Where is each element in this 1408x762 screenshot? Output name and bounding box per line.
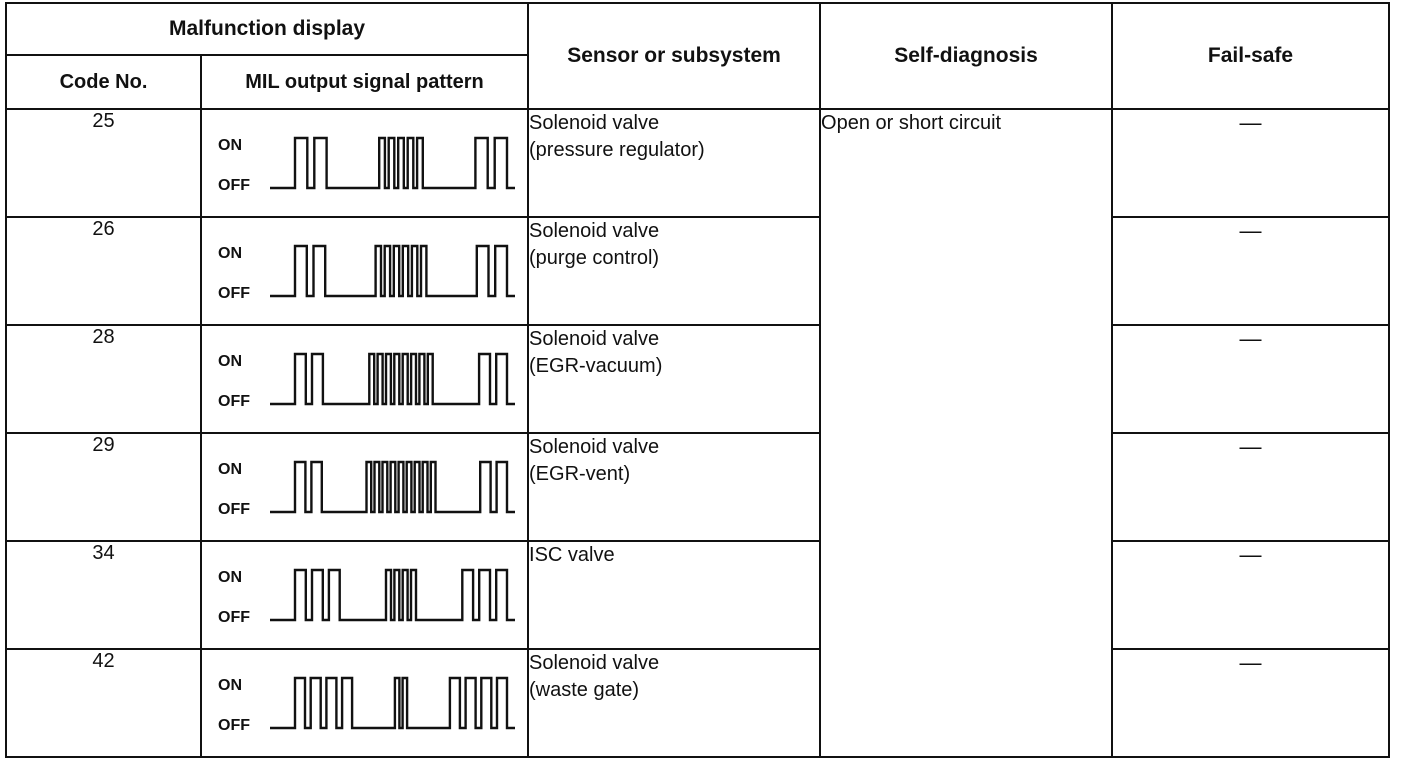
- on-label: ON: [218, 245, 242, 262]
- on-label: ON: [218, 461, 242, 478]
- mil-signal-waveform: [270, 136, 515, 190]
- code-cell: 26: [5, 216, 202, 326]
- sensor-name: Solenoid valve: [529, 652, 660, 674]
- code-cell: 34: [5, 540, 202, 650]
- sensor-cell: Solenoid valve (purge control): [527, 216, 822, 326]
- table-row: 34 ON OFF ISC valve —: [5, 540, 1391, 650]
- on-label: ON: [218, 677, 242, 694]
- malfunction-code-table: Malfunction display Sensor or subsystem …: [4, 2, 1391, 758]
- signal-trace: [270, 676, 515, 730]
- off-label: OFF: [218, 717, 250, 734]
- signal-trace: [270, 244, 515, 298]
- code-cell: 42: [5, 648, 202, 758]
- signal-trace: [270, 568, 515, 622]
- signal-pattern-cell: ON OFF: [199, 324, 530, 434]
- sensor-name: Solenoid valve: [529, 112, 660, 134]
- on-label: ON: [218, 353, 242, 370]
- table-row: 28 ON OFF Solenoid valve (EGR-vacuum) —: [5, 324, 1391, 434]
- signal-pattern-cell: ON OFF: [199, 108, 530, 218]
- off-label: OFF: [218, 285, 250, 302]
- mil-pattern-header: MIL output signal pattern: [199, 54, 530, 110]
- sensor-cell: ISC valve: [527, 540, 822, 650]
- table-row: 42 ON OFF Solenoid valve (waste gate) —: [5, 648, 1391, 758]
- sensor-cell: Solenoid valve (waste gate): [527, 648, 822, 758]
- signal-trace: [270, 460, 515, 514]
- signal-pattern-cell: ON OFF: [199, 432, 530, 542]
- mil-signal-waveform: [270, 676, 515, 730]
- sensor-cell: Solenoid valve (EGR-vent): [527, 432, 822, 542]
- sensor-name: Solenoid valve: [529, 328, 660, 350]
- code-cell: 25: [5, 108, 202, 218]
- code-no-header: Code No.: [5, 54, 202, 110]
- table-row: 26 ON OFF Solenoid valve (purge control)…: [5, 216, 1391, 326]
- sensor-name: ISC valve: [529, 544, 615, 566]
- header-row-1: Malfunction display Sensor or subsystem …: [4, 2, 1391, 110]
- mil-signal-waveform: [270, 460, 515, 514]
- code-cell: 29: [5, 432, 202, 542]
- signal-trace: [270, 136, 515, 190]
- off-label: OFF: [218, 393, 250, 410]
- self-diagnosis-header: Self-diagnosis: [819, 2, 1114, 110]
- fail-safe-cell: —: [1111, 324, 1391, 434]
- self-diagnosis-cell: Open or short circuit: [819, 108, 1114, 758]
- sensor-detail: (EGR-vent): [529, 463, 631, 485]
- off-label: OFF: [218, 501, 250, 518]
- off-label: OFF: [218, 177, 250, 194]
- on-label: ON: [218, 569, 242, 586]
- table-row: 29 ON OFF Solenoid valve (EGR-vent) —: [5, 432, 1391, 542]
- sensor-detail: (purge control): [529, 247, 660, 269]
- sensor-name: Solenoid valve: [529, 436, 660, 458]
- signal-trace: [270, 352, 515, 406]
- fail-safe-cell: —: [1111, 216, 1391, 326]
- table-row: 25 ON OFF Solenoid valve (pressure regul…: [5, 108, 1391, 758]
- signal-pattern-cell: ON OFF: [199, 216, 530, 326]
- malfunction-display-header: Malfunction display: [4, 2, 530, 56]
- fail-safe-header: Fail-safe: [1111, 2, 1391, 110]
- fail-safe-cell: —: [1111, 108, 1391, 218]
- sensor-detail: (EGR-vacuum): [529, 355, 663, 377]
- fail-safe-cell: —: [1111, 432, 1391, 542]
- sensor-name: Solenoid valve: [529, 220, 660, 242]
- sensor-header: Sensor or subsystem: [527, 2, 822, 110]
- sensor-cell: Solenoid valve (pressure regulator): [527, 108, 822, 218]
- off-label: OFF: [218, 609, 250, 626]
- on-label: ON: [218, 137, 242, 154]
- signal-pattern-cell: ON OFF: [199, 540, 530, 650]
- header-row-2: Code No. MIL output signal pattern: [5, 54, 1389, 110]
- sensor-cell: Solenoid valve (EGR-vacuum): [527, 324, 822, 434]
- sensor-detail: (waste gate): [529, 679, 640, 701]
- code-cell: 28: [5, 324, 202, 434]
- mil-signal-waveform: [270, 352, 515, 406]
- sensor-detail: (pressure regulator): [529, 139, 705, 161]
- signal-pattern-cell: ON OFF: [199, 648, 530, 758]
- fail-safe-cell: —: [1111, 540, 1391, 650]
- mil-signal-waveform: [270, 568, 515, 622]
- fail-safe-cell: —: [1111, 648, 1391, 758]
- mil-signal-waveform: [270, 244, 515, 298]
